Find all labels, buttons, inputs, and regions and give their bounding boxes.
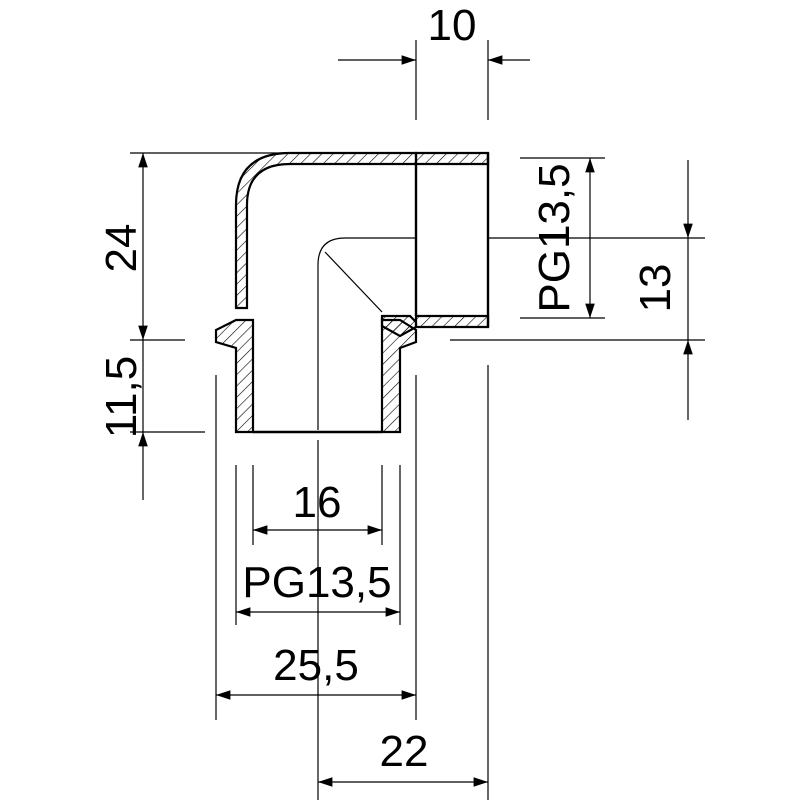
left-leg-wall	[214, 318, 255, 434]
dim-top-width: 10	[428, 1, 477, 50]
dim-right-height: 13	[631, 264, 680, 313]
elbow-outer-wall	[234, 151, 418, 310]
dim-depth: 22	[380, 727, 429, 776]
dim-thread-bottom: PG13,5	[242, 558, 391, 607]
top-collar-wall	[414, 151, 490, 166]
dim-lower-height: 11,5	[97, 356, 146, 438]
dimension-lines	[138, 55, 693, 787]
dim-total-height: 24	[97, 224, 146, 273]
elbow-fitting	[214, 151, 490, 434]
dim-outer-width: 25,5	[273, 641, 359, 690]
lower-collar-wall	[414, 314, 490, 329]
right-leg-wall	[380, 318, 418, 434]
dim-thread-right: PG13,5	[530, 163, 579, 312]
dim-inner-width: 16	[293, 478, 342, 527]
